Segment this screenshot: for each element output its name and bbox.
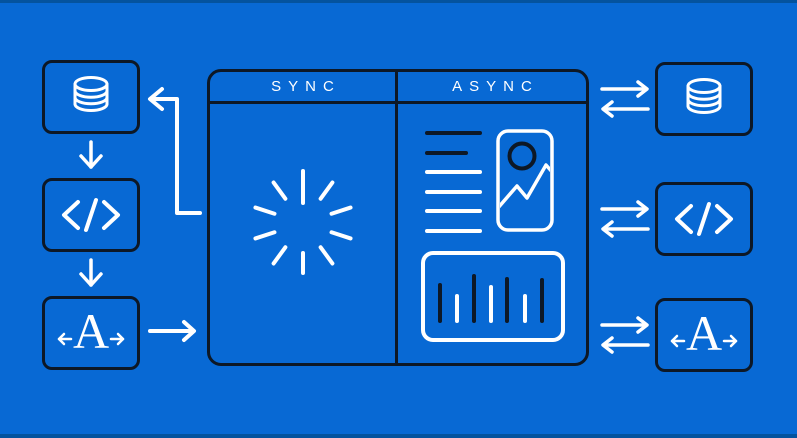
small-arrow-right-icon <box>722 334 738 348</box>
skeleton-text-line <box>425 170 482 174</box>
right-text-node: A <box>655 298 753 372</box>
exchange-arrows-icon <box>600 200 650 238</box>
skeleton-text-line <box>425 209 482 213</box>
browser-panel: SYNC ASYNC <box>207 69 589 366</box>
letter-a-glyph: A <box>72 303 110 359</box>
loading-spinner-icon <box>253 169 353 275</box>
small-arrow-left-icon <box>57 332 73 346</box>
right-code-node <box>655 182 753 256</box>
small-arrow-right-icon <box>109 332 125 346</box>
spinner-spoke <box>329 205 353 216</box>
exchange-arrows-icon <box>600 316 650 354</box>
spinner-spoke <box>271 180 288 201</box>
spinner-spoke <box>253 230 277 241</box>
left-database-node <box>42 60 140 134</box>
image-placeholder-icon <box>496 129 554 232</box>
exchange-arrows-icon <box>600 80 650 118</box>
text-width-icon: A <box>669 305 739 361</box>
database-icon <box>686 78 722 114</box>
arrow-down-icon <box>79 258 103 287</box>
panel-header-line <box>210 101 586 104</box>
small-arrow-left-icon <box>670 334 686 348</box>
elbow-arrow-left-icon <box>148 87 202 215</box>
code-icon <box>675 202 733 236</box>
sync-pane-label: SYNC <box>271 78 341 95</box>
code-icon <box>62 198 120 232</box>
spinner-spoke <box>329 230 353 241</box>
spinner-spoke <box>253 205 277 216</box>
spinner-spoke <box>318 245 335 266</box>
right-database-node <box>655 62 753 136</box>
spinner-spoke <box>318 180 335 201</box>
left-code-node <box>42 178 140 252</box>
bar-chart-icon <box>421 251 565 342</box>
top-edge-strip <box>0 0 797 3</box>
async-pane-label: ASYNC <box>452 78 539 95</box>
arrow-down-icon <box>79 140 103 169</box>
panel-divider <box>395 72 398 363</box>
text-width-icon: A <box>56 303 126 359</box>
bottom-edge-strip <box>0 434 797 438</box>
skeleton-text-line <box>425 150 468 155</box>
skeleton-text-line <box>425 189 482 194</box>
arrow-right-icon <box>148 320 196 342</box>
spinner-spoke <box>271 245 288 266</box>
left-text-node: A <box>42 296 140 370</box>
bar-chart-bars <box>438 274 544 323</box>
skeleton-text-line <box>425 131 482 135</box>
async-text-lines <box>425 131 482 233</box>
database-icon <box>73 76 109 112</box>
letter-a-glyph: A <box>685 305 723 361</box>
skeleton-text-line <box>425 228 482 233</box>
